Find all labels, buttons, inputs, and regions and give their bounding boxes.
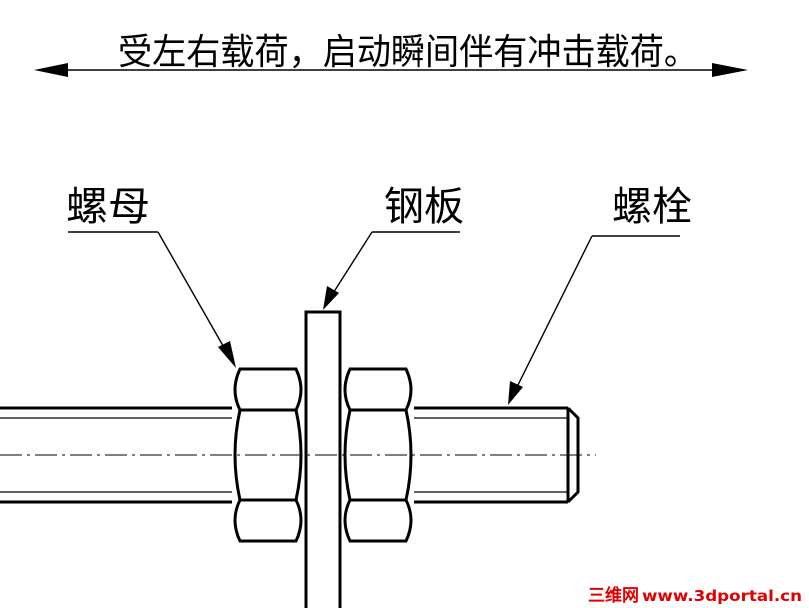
leader-nut [68,231,236,368]
leader-bolt [508,235,680,405]
steel-plate [304,310,342,608]
leader-steel-plate-arrowhead [323,286,339,310]
label-bolt: 螺栓 [612,184,692,230]
watermark: 三维网 www.3dportal.cn [588,585,802,606]
label-nut: 螺母 [66,184,150,230]
watermark-url: www.3dportal.cn [642,587,802,605]
leader-bolt-arrowhead [508,381,523,405]
load-arrow [34,63,748,77]
load-caption: 受左右载荷，启动瞬间伴有冲击载荷。 [118,32,698,73]
left-nut [233,367,303,543]
leader-nut-arrowhead [218,341,236,368]
left-arrowhead [34,63,68,77]
watermark-brand: 三维网 [588,585,639,606]
leader-steel-plate [323,231,460,310]
label-steel-plate: 钢板 [384,184,464,230]
right-arrowhead [712,63,748,77]
right-nut [343,367,413,543]
bolt-shank [0,406,568,504]
